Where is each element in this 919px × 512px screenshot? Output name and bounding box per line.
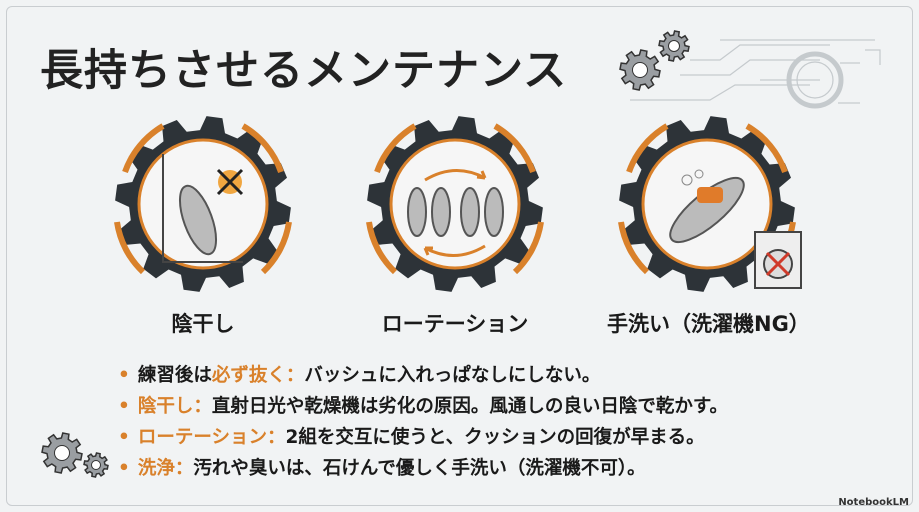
bullet-list: •練習後は必ず抜く：バッシュに入れっぱなしにしない。 •陰干し：直射日光や乾燥機… <box>118 360 728 484</box>
card-shade-dry: 陰干し <box>103 112 303 342</box>
bullet-item: •ローテーション：2組を交互に使うと、クッションの回復が早まる。 <box>118 427 705 448</box>
page-title: 長持ちさせるメンテナンス <box>40 46 568 96</box>
card-rotation: ローテーション <box>355 112 555 342</box>
small-gears-bottom-icon <box>41 432 109 478</box>
gear-frame-icon <box>618 116 802 292</box>
bullet-item: •練習後は必ず抜く：バッシュに入れっぱなしにしない。 <box>118 365 601 386</box>
card-label: 手洗い（洗濯機NG） <box>607 312 810 336</box>
insole-shade-no-sun-icon <box>162 154 244 263</box>
small-gears-top-icon <box>619 30 690 91</box>
bullet-item: •陰干し：直射日光や乾燥機は劣化の原因。風通しの良い日陰で乾かす。 <box>118 396 728 417</box>
card-label: ローテーション <box>381 312 529 336</box>
card-hand-wash: 手洗い（洗濯機NG） <box>607 112 810 342</box>
bullet-item: •洗浄：汚れや臭いは、石けんで優しく手洗い（洗濯機不可）。 <box>118 458 646 479</box>
card-label: 陰干し <box>171 312 235 336</box>
insole-rotation-icon <box>407 168 504 258</box>
hand-wash-no-washing-machine-icon <box>669 169 802 289</box>
slide-frame <box>6 6 913 506</box>
gears-circuit-decoration-icon <box>630 39 881 109</box>
notebooklm-brand: NotebookLM <box>838 497 909 508</box>
gear-frame-icon <box>114 116 292 292</box>
gear-frame-icon <box>366 116 544 292</box>
